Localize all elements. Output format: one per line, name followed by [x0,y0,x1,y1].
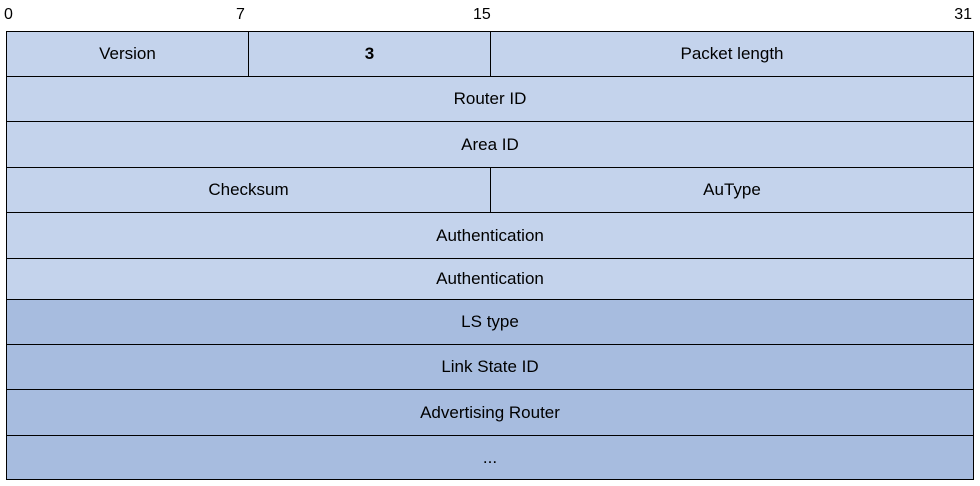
field-ls-type: LS type [461,312,519,331]
row-authentication-1: Authentication [7,213,973,259]
field-checksum: Checksum [208,180,289,199]
bit-tick-0: 0 [4,6,13,23]
row-link-state-id: Link State ID [7,345,973,390]
packet-format-diagram: Version 3 Packet length Router ID Area I… [6,31,974,480]
row-router-id: Router ID [7,77,973,122]
field-link-state-id: Link State ID [441,357,539,376]
row-ls-type: LS type [7,300,973,345]
field-authentication-2: Authentication [436,269,544,288]
field-autype: AuType [490,168,973,212]
row-authentication-2: Authentication [7,259,973,300]
row-ellipsis: ... [7,436,973,479]
field-version: Version [99,44,156,63]
row-version: Version 3 Packet length [7,32,973,77]
row-advertising-router: Advertising Router [7,390,973,436]
field-type: 3 [248,32,490,76]
row-area-id: Area ID [7,122,973,168]
field-packet-length: Packet length [490,32,973,76]
field-authentication-1: Authentication [436,225,544,245]
field-router-id: Router ID [453,89,527,108]
field-advertising-router: Advertising Router [420,402,560,422]
bit-tick-7: 7 [236,6,245,23]
bit-tick-31: 31 [954,6,972,23]
bit-tick-15: 15 [473,6,491,23]
field-area-id: Area ID [461,134,519,154]
row-checksum: Checksum AuType [7,168,973,213]
field-ellipsis: ... [482,447,498,467]
